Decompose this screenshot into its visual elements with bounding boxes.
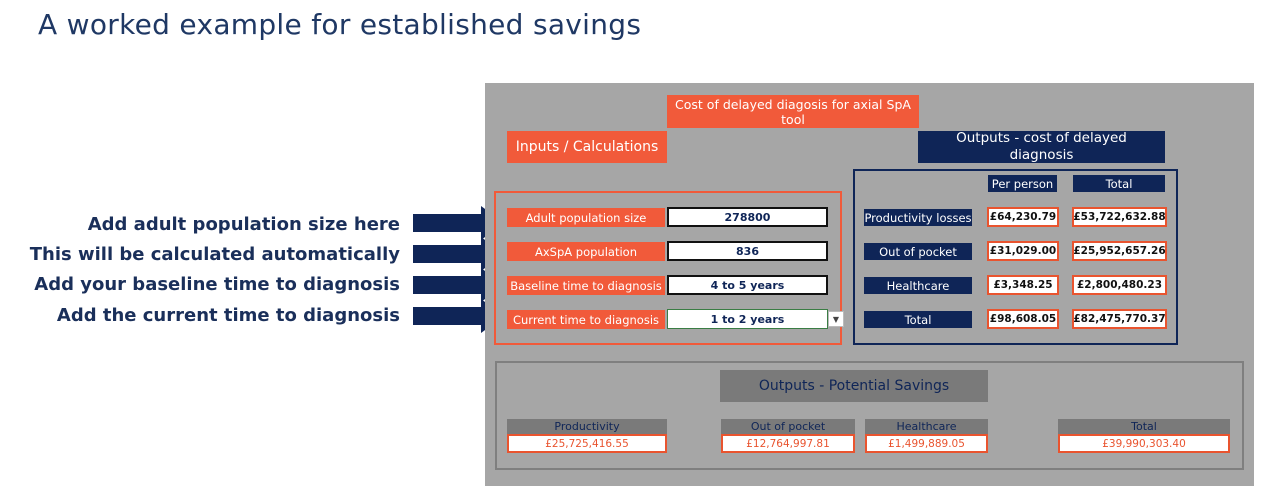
adult-population-input[interactable]: 278800 <box>667 207 828 227</box>
current-time-select[interactable]: 1 to 2 years <box>667 309 828 329</box>
dropdown-arrow-icon[interactable]: ▼ <box>828 311 844 327</box>
savings-productivity-value: £25,725,416.55 <box>507 434 667 453</box>
inputs-header: Inputs / Calculations <box>507 131 667 163</box>
annotation-current-time: Add the current time to diagnosis <box>56 305 400 326</box>
output-label-productivity: Productivity losses <box>864 209 972 226</box>
out-of-pocket-per-person: £31,029.00 <box>987 241 1059 261</box>
input-label-axspa-population: AxSpA population <box>507 242 665 261</box>
col-header-total: Total <box>1073 175 1165 192</box>
arrow-right-icon <box>413 299 504 333</box>
savings-total-value: £39,990,303.40 <box>1058 434 1230 453</box>
savings-header: Outputs - Potential Savings <box>720 370 988 402</box>
savings-box <box>495 361 1244 470</box>
axspa-population-value: 836 <box>667 241 828 261</box>
baseline-time-input[interactable]: 4 to 5 years <box>667 275 828 295</box>
output-label-out-of-pocket: Out of pocket <box>864 243 972 260</box>
slide-title: A worked example for established savings <box>38 8 642 41</box>
arrow-right-icon <box>413 206 504 240</box>
arrow-right-icon <box>413 237 504 271</box>
outputs-box <box>853 169 1178 345</box>
output-label-total: Total <box>864 311 972 328</box>
current-time-value: 1 to 2 years <box>710 312 785 326</box>
total-per-person: £98,608.05 <box>987 309 1059 329</box>
savings-healthcare-value: £1,499,889.05 <box>865 434 988 453</box>
productivity-per-person: £64,230.79 <box>987 207 1059 227</box>
savings-label-out-of-pocket: Out of pocket <box>721 419 855 434</box>
input-label-adult-population: Adult population size <box>507 208 665 227</box>
savings-out-of-pocket-value: £12,764,997.81 <box>721 434 855 453</box>
arrow-right-icon <box>413 268 504 302</box>
inputs-box <box>494 191 842 345</box>
annotation-auto-calculated: This will be calculated automatically <box>29 244 400 265</box>
healthcare-per-person: £3,348.25 <box>987 275 1059 295</box>
productivity-total: £53,722,632.88 <box>1072 207 1167 227</box>
col-header-per-person: Per person <box>988 175 1057 192</box>
out-of-pocket-total: £25,952,657.26 <box>1072 241 1167 261</box>
savings-label-total: Total <box>1058 419 1230 434</box>
annotation-adult-population: Add adult population size here <box>87 214 400 235</box>
outputs-header: Outputs - cost of delayed diagnosis <box>918 130 1165 163</box>
total-total: £82,475,770.37 <box>1072 309 1167 329</box>
input-label-baseline-time: Baseline time to diagnosis <box>507 276 665 295</box>
annotation-baseline-time: Add your baseline time to diagnosis <box>34 274 400 295</box>
savings-label-healthcare: Healthcare <box>865 419 988 434</box>
output-label-healthcare: Healthcare <box>864 277 972 294</box>
savings-label-productivity: Productivity <box>507 419 667 434</box>
input-label-current-time: Current time to diagnosis <box>507 310 665 329</box>
healthcare-total: £2,800,480.23 <box>1072 275 1167 295</box>
tool-title: Cost of delayed diagosis for axial SpA t… <box>667 95 919 128</box>
